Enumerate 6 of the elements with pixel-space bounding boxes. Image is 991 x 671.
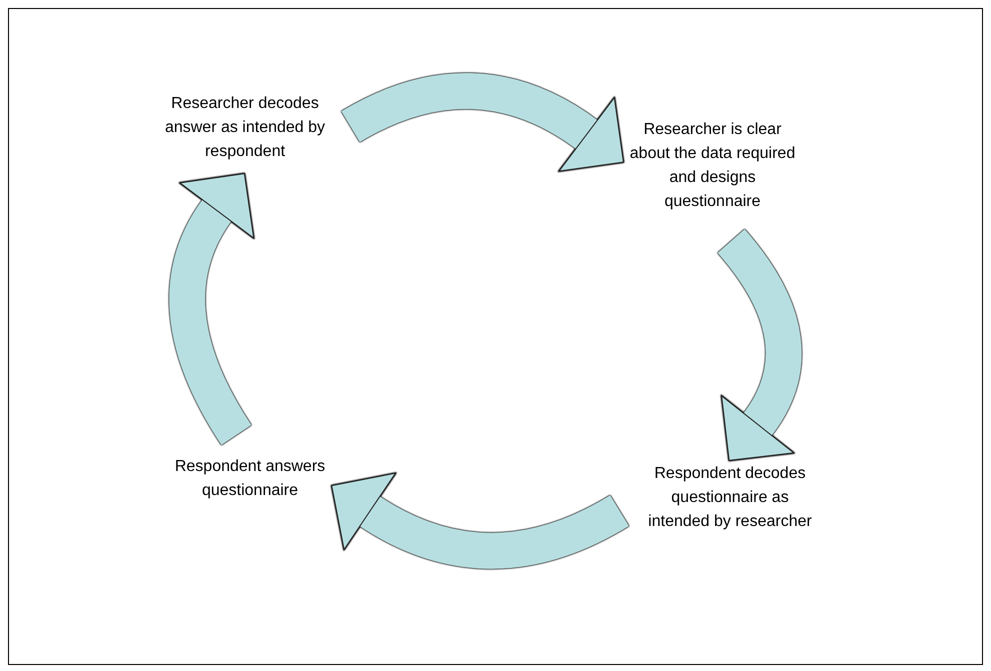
step-text: Respondent decodes questionnaire as intended by researcher <box>647 464 813 532</box>
step-text: Researcher is clear about the data required and designs questionnaire <box>628 120 796 212</box>
step-text: Researcher decodes answer as intended by respondent <box>164 94 326 162</box>
block-arrow <box>717 230 802 462</box>
block-arrow <box>169 172 256 445</box>
step-text: Respondent answers questionnaire <box>174 457 326 501</box>
